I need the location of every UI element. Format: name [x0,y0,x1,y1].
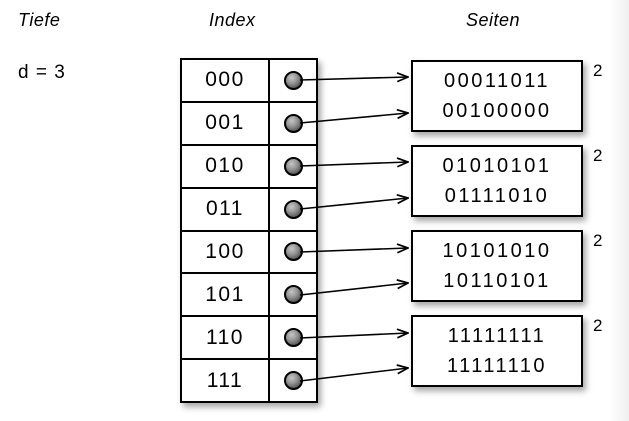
pointer-dot-icon [283,371,303,391]
local-depth-badge-2: 2 [593,146,603,165]
page-bucket-4: 11111111 11111110 [411,315,583,387]
page-bucket-2: 01010101 01111010 [411,145,583,217]
index-key-111: 111 [182,360,270,401]
pointer-dot-icon [283,113,303,133]
pointer-dot-icon [283,156,303,176]
pointer-dot-icon [283,328,303,348]
page-entry: 11111110 [446,355,548,377]
index-key-001: 001 [182,102,270,144]
page-entry: 00100000 [442,100,552,122]
table-row: 011 [182,188,316,232]
pointer-cell [270,232,316,273]
pointer-dot-icon [283,199,303,219]
table-row: 000 [182,60,316,103]
local-depth-badge-1: 2 [593,61,603,80]
global-depth-value: d = 3 [18,62,66,83]
page-entry: 10101010 [442,240,552,262]
index-key-101: 101 [182,274,270,316]
page-entry: 00011011 [443,70,550,92]
local-depth-badge-4: 2 [593,316,603,335]
depth-column-title: Tiefe [18,10,61,30]
pages-column-title: Seiten [466,10,521,30]
index-key-011: 011 [182,188,270,230]
slide-edge [611,0,629,421]
page-bucket-3: 10101010 10110101 [411,230,583,302]
table-row: 110 [182,317,316,361]
pointer-cell [270,146,316,187]
index-key-100: 100 [182,231,270,273]
table-row: 010 [182,145,316,189]
table-row: 101 [182,274,316,318]
pointer-cell [270,317,316,358]
index-key-010: 010 [182,145,270,187]
pointer-cell [270,103,316,144]
page-bucket-1: 00011011 00100000 [411,60,583,132]
pointer-dot-icon [283,242,303,262]
page-entry: 10110101 [443,270,551,292]
local-depth-badge-3: 2 [593,231,603,250]
page-entry: 01010101 [442,155,552,177]
index-key-000: 000 [182,60,270,101]
pointer-cell [270,360,316,401]
pointer-dot-icon [283,70,303,90]
index-key-110: 110 [182,317,270,359]
index-table: 000 001 010 011 100 101 110 111 [180,58,318,403]
pointer-cell [270,274,316,315]
pointer-dot-icon [283,285,303,305]
index-column-title: Index [209,10,256,30]
page-entry: 01111010 [444,185,550,207]
pointer-cell [270,60,316,101]
table-row: 111 [182,360,316,401]
table-row: 001 [182,102,316,146]
pointer-cell [270,189,316,230]
table-row: 100 [182,231,316,275]
page-entry: 11111111 [447,325,547,347]
